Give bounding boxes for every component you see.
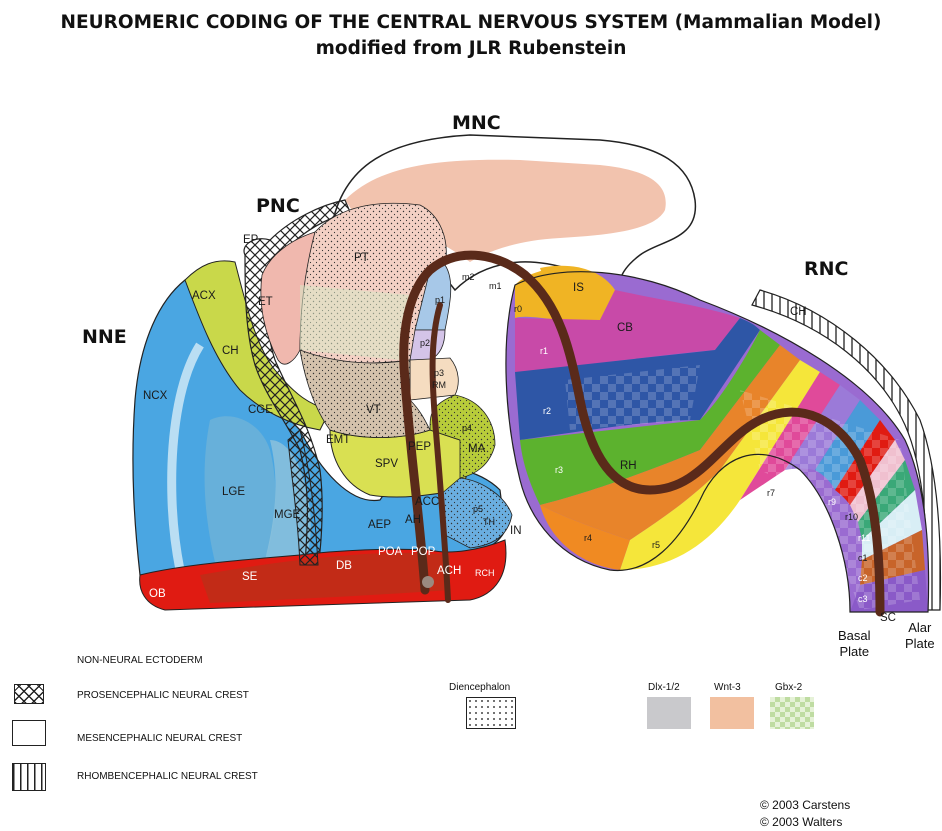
- se-label: SE: [242, 571, 257, 583]
- ach-marker: [422, 576, 434, 588]
- p4-label: p4: [462, 423, 472, 433]
- rm-label: RM: [432, 380, 446, 390]
- wnt3-swatch: [710, 697, 754, 729]
- pep-label: PEP: [408, 441, 431, 453]
- alar-plate-label: Alar Plate: [905, 620, 935, 652]
- legend-mesencephalic-crest: MESENCEPHALIC NEURAL CREST: [77, 733, 242, 744]
- m2-label: m2: [462, 272, 475, 282]
- c3-label: c3: [858, 594, 868, 604]
- pt-label: PT: [354, 252, 369, 264]
- r0-label: r0: [514, 304, 522, 314]
- plain-swatch: [12, 720, 46, 746]
- rnc-label: RNC: [804, 258, 848, 280]
- ch-left-label: CH: [222, 345, 239, 357]
- pt-check: [300, 285, 410, 360]
- legend-non-neural-ectoderm: NON-NEURAL ECTODERM: [77, 655, 203, 666]
- pop-label: POP: [411, 546, 435, 558]
- r8-label: r8: [808, 494, 816, 504]
- ch-right-label: CH: [790, 306, 807, 318]
- r7-label: r7: [767, 488, 775, 498]
- acx-label: ACX: [192, 290, 216, 302]
- pnc-label: PNC: [256, 195, 300, 217]
- legend-rhombencephalic-crest: RHOMBENCEPHALIC NEURAL CREST: [77, 771, 258, 782]
- copyright-carstens: © 2003 Carstens: [760, 798, 850, 812]
- spv-band: [330, 430, 468, 497]
- db-label: DB: [336, 560, 352, 572]
- gbx2-legend-label: Gbx-2: [775, 682, 802, 693]
- c2-label: c2: [858, 573, 868, 583]
- p3-label: p3: [434, 368, 444, 378]
- basal-plate-label: Basal Plate: [838, 628, 871, 660]
- mnc-label: MNC: [452, 112, 501, 134]
- legend-prosencephalic-crest: PROSENCEPHALIC NEURAL CREST: [77, 690, 249, 701]
- ma-label: MA: [468, 443, 485, 455]
- crosshatch-swatch: [14, 684, 44, 704]
- dlx-swatch: [647, 697, 691, 729]
- r3-label: r3: [555, 465, 563, 475]
- acc-label: ACC: [415, 496, 439, 508]
- et-label: ET: [258, 296, 273, 308]
- ncx-label: NCX: [143, 390, 167, 402]
- sc-label: SC: [880, 612, 896, 624]
- vertical-stripes-swatch: [12, 763, 46, 791]
- r11-label: r11: [858, 533, 870, 543]
- p5-label: p5: [473, 504, 483, 514]
- r2-label: r2: [543, 406, 551, 416]
- p2-label: p2: [420, 338, 430, 348]
- r5-label: r5: [652, 540, 660, 550]
- r4-label: r4: [584, 533, 592, 543]
- r9-label: r9: [828, 497, 836, 507]
- gbx2-swatch: [770, 697, 814, 729]
- r10-label: r10: [845, 512, 858, 522]
- vt-label: VT: [366, 404, 381, 416]
- spv-label: SPV: [375, 458, 398, 470]
- c1-label: c1: [858, 553, 868, 563]
- emt-label: EMT: [326, 434, 350, 446]
- cge-label: CGE: [248, 404, 273, 416]
- is-label: IS: [573, 282, 584, 294]
- ep-label: EP: [243, 234, 258, 246]
- p1-label: p1: [435, 295, 445, 305]
- rch-label: RCH: [475, 568, 495, 578]
- mge-label: MGE: [274, 509, 300, 521]
- r1-segment: [515, 318, 560, 372]
- in-label: IN: [510, 525, 522, 537]
- aep-label: AEP: [368, 519, 391, 531]
- diencephalon-legend-label: Diencephalon: [449, 682, 510, 693]
- nne-label: NNE: [82, 326, 127, 348]
- ah-label: AH: [405, 514, 421, 526]
- copyright-walters: © 2003 Walters: [760, 815, 842, 829]
- wnt3-legend-label: Wnt-3: [714, 682, 741, 693]
- cb-label: CB: [617, 322, 633, 334]
- rh-label: RH: [620, 460, 637, 472]
- ach-label: ACH: [437, 565, 461, 577]
- th-label: TH: [483, 517, 495, 527]
- ob-label: OB: [149, 588, 166, 600]
- lge-label: LGE: [222, 486, 245, 498]
- dlx-legend-label: Dlx-1/2: [648, 682, 680, 693]
- m1-label: m1: [489, 281, 502, 291]
- diencephalon-swatch: [466, 697, 516, 729]
- poa-label: POA: [378, 546, 402, 558]
- r1-label: r1: [540, 346, 548, 356]
